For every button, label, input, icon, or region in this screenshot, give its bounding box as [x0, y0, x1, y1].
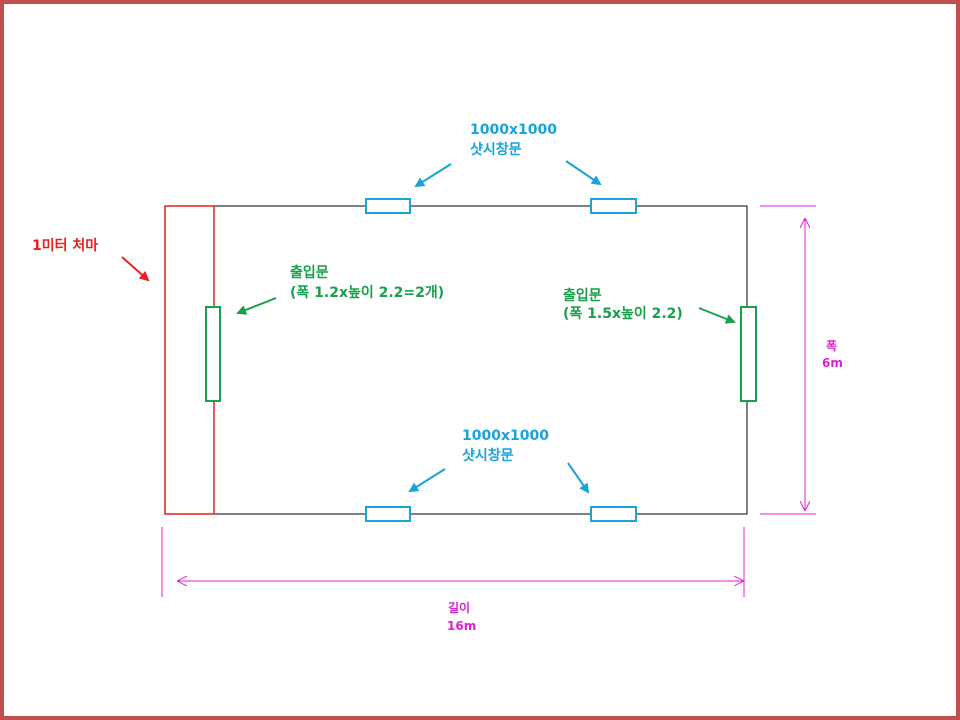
window-top-left-arrow	[414, 163, 452, 188]
window-top-label-type: 샷시창문	[470, 142, 522, 158]
window-bottom-label-type: 샷시창문	[462, 448, 514, 464]
eave-arrow	[121, 256, 150, 282]
window-bottom-left	[365, 506, 411, 522]
eave-label: 1미터 처마	[32, 238, 99, 254]
window-top-right	[590, 198, 637, 214]
building-outline	[164, 205, 748, 515]
door-left-label-size: (폭 1.2x높이 2.2=2개)	[290, 285, 445, 301]
width-label-title: 폭	[826, 339, 838, 353]
width-label-value: 6m	[822, 356, 843, 370]
window-top-right-arrow	[565, 160, 602, 186]
window-bottom-left-arrow	[408, 468, 446, 493]
door-left-label-title: 출입문	[290, 265, 329, 281]
door-right-label-title: 출입문	[563, 288, 602, 304]
door-right-label-size: (폭 1.5x높이 2.2)	[563, 306, 683, 322]
door-right	[740, 306, 757, 402]
window-top-label-size: 1000x1000	[470, 122, 557, 138]
door-left	[205, 306, 221, 402]
window-bottom-right	[590, 506, 637, 522]
door-left-arrow	[236, 297, 277, 315]
window-bottom-right-arrow	[567, 462, 590, 494]
window-top-left	[365, 198, 411, 214]
door-right-arrow	[698, 307, 736, 324]
length-label-title: 길이	[448, 601, 471, 615]
window-bottom-label-size: 1000x1000	[462, 428, 549, 444]
length-label-value: 16m	[447, 619, 477, 633]
